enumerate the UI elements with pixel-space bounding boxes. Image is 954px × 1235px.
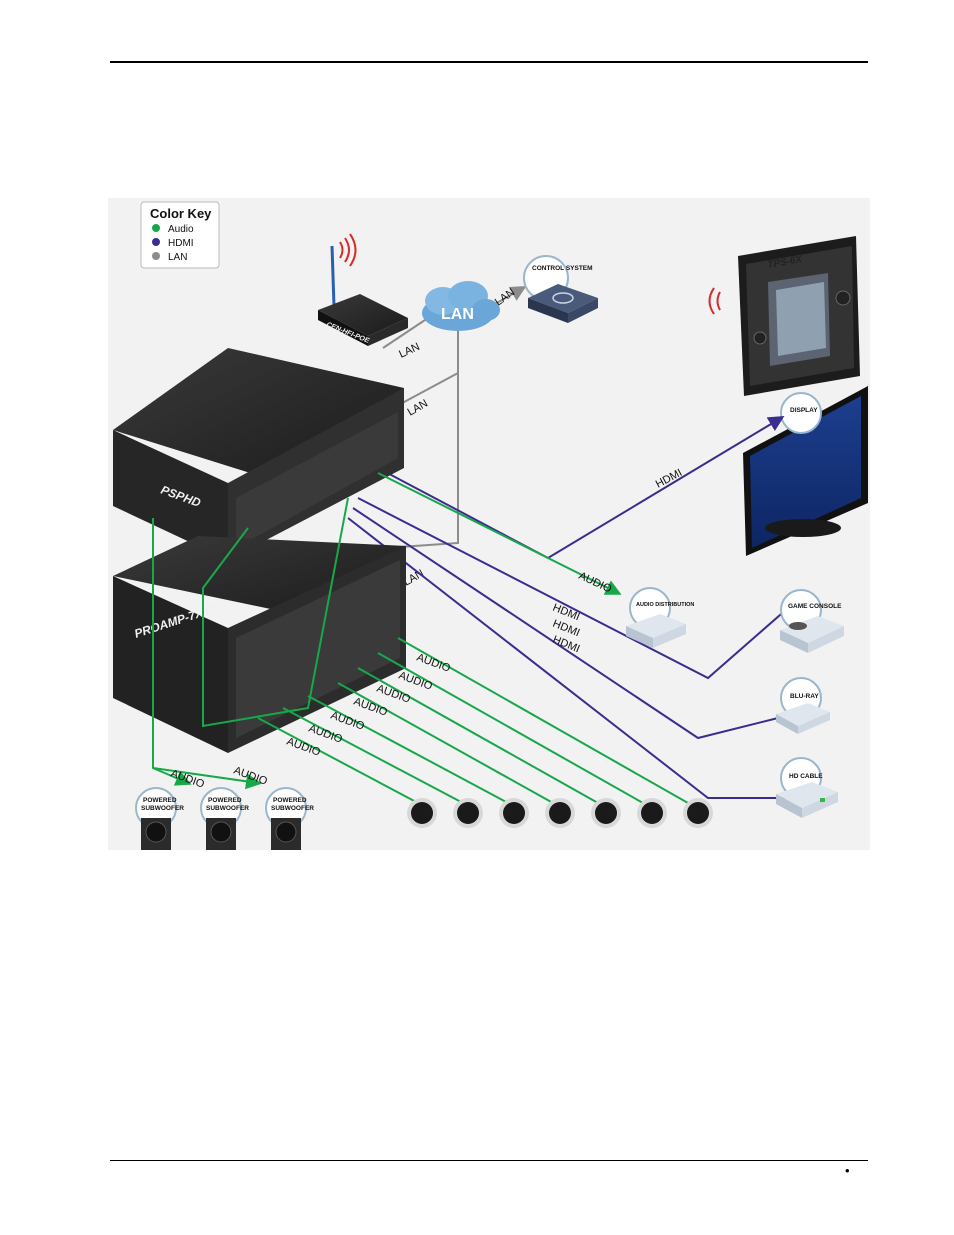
audio-cables <box>152 472 689 804</box>
lan-cloud: LAN <box>422 281 500 331</box>
diagram-canvas: Color Key Audio HDMI LAN LAN LAN LAN LAN… <box>113 201 868 850</box>
audio-label-4: AUDIO <box>352 696 389 719</box>
display-label: DISPLAY <box>790 407 818 414</box>
system-diagram: Color Key Audio HDMI LAN LAN LAN LAN LAN… <box>108 198 870 850</box>
audio-label-5: AUDIO <box>329 710 366 733</box>
display: DISPLAY <box>743 386 868 556</box>
subwoofer-3-line1: POWERED <box>273 797 307 804</box>
subwoofer-1-line2: SUBWOOFER <box>141 805 184 812</box>
game-console: GAME CONSOLE <box>780 589 844 653</box>
tps6x-panel: TPS-6X <box>708 236 860 396</box>
lan-cloud-label: LAN <box>441 306 474 323</box>
hdmi-swatch <box>152 238 160 246</box>
control-system-label: CONTROL SYSTEM <box>532 265 593 272</box>
audio-label-3: AUDIO <box>375 683 412 706</box>
speaker-6 <box>637 798 667 828</box>
audio-distribution: AUDIO DISTRIBUTION <box>626 587 694 648</box>
subwoofer-2-line2: SUBWOOFER <box>206 805 249 812</box>
speaker-2 <box>453 798 483 828</box>
speaker-4 <box>545 798 575 828</box>
audio-swatch <box>152 224 160 232</box>
subwoofer-3: POWERED SUBWOOFER <box>265 787 314 850</box>
wireless-icon <box>339 233 357 267</box>
speaker-1 <box>407 798 437 828</box>
audio-label-sub-1: AUDIO <box>169 768 206 791</box>
game-console-label: GAME CONSOLE <box>788 603 842 610</box>
lan-swatch <box>152 252 160 260</box>
speaker-7 <box>683 798 713 828</box>
bluray-label: BLU-RAY <box>790 693 819 700</box>
crestron-logo-icon <box>552 292 574 304</box>
color-key-audio: Audio <box>168 224 194 235</box>
speaker-3 <box>499 798 529 828</box>
audio-label-sub-2: AUDIO <box>232 765 269 788</box>
audio-label-7: AUDIO <box>285 736 322 759</box>
audio-label-2: AUDIO <box>397 670 434 693</box>
lan-label-1: LAN <box>397 341 422 361</box>
color-key-lan: LAN <box>168 252 187 263</box>
speaker-5 <box>591 798 621 828</box>
color-key-title: Color Key <box>150 206 212 221</box>
hd-cable-label: HD CABLE <box>789 773 823 780</box>
audio-label-1: AUDIO <box>415 652 452 675</box>
subwoofer-2: POWERED SUBWOOFER <box>200 787 249 850</box>
proamp-unit: PROAMP-7X400 <box>113 536 406 753</box>
header-rule <box>110 61 868 63</box>
psphd-unit: PSPHD <box>113 348 404 560</box>
control-system: CONTROL SYSTEM <box>523 255 598 323</box>
color-key-hdmi: HDMI <box>168 238 194 249</box>
audio-distribution-label: AUDIO DISTRIBUTION <box>636 602 694 608</box>
audio-label-distribution: AUDIO <box>577 570 614 596</box>
hdmi-label-display: HDMI <box>654 467 684 491</box>
footer-bullet: • <box>845 1163 850 1178</box>
color-key: Color Key Audio HDMI LAN <box>140 201 220 269</box>
subwoofer-2-line1: POWERED <box>208 797 242 804</box>
lan-label-3: LAN <box>406 397 431 418</box>
bluray-player: BLU-RAY <box>776 677 830 734</box>
tps-wireless-icon <box>708 287 721 315</box>
footer-rule <box>110 1160 868 1161</box>
cen-hfi-poe: CEN-HFI-POE <box>318 233 408 346</box>
audio-label-6: AUDIO <box>307 723 344 746</box>
gamepad-icon <box>789 622 807 630</box>
subwoofer-3-line2: SUBWOOFER <box>271 805 314 812</box>
hd-cable-box: HD CABLE <box>776 757 838 818</box>
subwoofer-1-line1: POWERED <box>143 797 177 804</box>
ceiling-speakers <box>407 798 713 828</box>
subwoofer-1: POWERED SUBWOOFER <box>135 787 184 850</box>
